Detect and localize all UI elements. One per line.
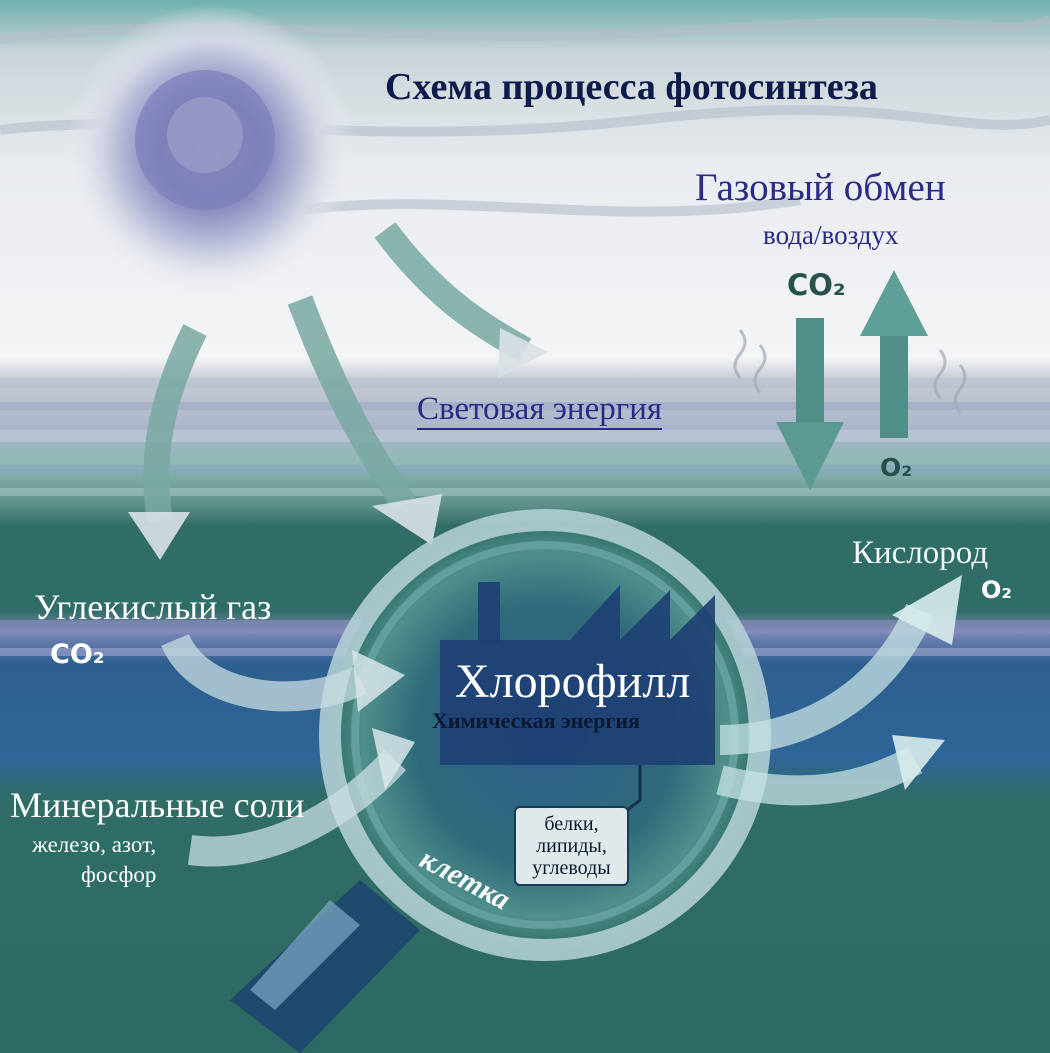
mineral-salts-label: Минеральные соли xyxy=(10,785,305,825)
incoming-arrows xyxy=(161,633,407,867)
light-energy-label: Световая энергия xyxy=(417,393,663,430)
gas-exchange-subtitle: вода/воздух xyxy=(763,220,899,250)
chemical-energy-label: Химическая энергия xyxy=(432,708,640,733)
carbon-dioxide-formula: CO₂ xyxy=(50,639,105,670)
chlorophyll-label: Хлорофилл xyxy=(455,655,691,708)
gas-o2-label: O₂ xyxy=(880,453,913,482)
sun-center xyxy=(167,97,243,173)
mineral-salts-detail-1: железо, азот, xyxy=(32,832,157,857)
outgoing-arrow-heads xyxy=(892,575,962,790)
gas-co2-label: CO₂ xyxy=(787,268,846,302)
product-lipids: липиды, xyxy=(536,835,607,857)
oxygen-formula: O₂ xyxy=(981,576,1012,604)
factory xyxy=(440,582,715,814)
light-arrow-heads xyxy=(128,328,548,560)
outgoing-arrows xyxy=(716,603,934,806)
mineral-salts-detail-2: фосфор xyxy=(81,862,157,887)
product-proteins: белки, xyxy=(544,813,599,835)
product-carbohydrates: углеводы xyxy=(532,857,611,879)
incoming-arrow-heads xyxy=(352,650,415,790)
diagram-title: Схема процесса фотосинтеза xyxy=(385,66,878,108)
gas-exchange-arrows xyxy=(733,270,967,490)
carbon-dioxide-label: Углекислый газ xyxy=(34,587,272,627)
products-box: белки, липиды, углеводы xyxy=(514,806,629,886)
oxygen-label: Кислород xyxy=(852,535,989,571)
gas-exchange-title: Газовый обмен xyxy=(695,166,946,209)
